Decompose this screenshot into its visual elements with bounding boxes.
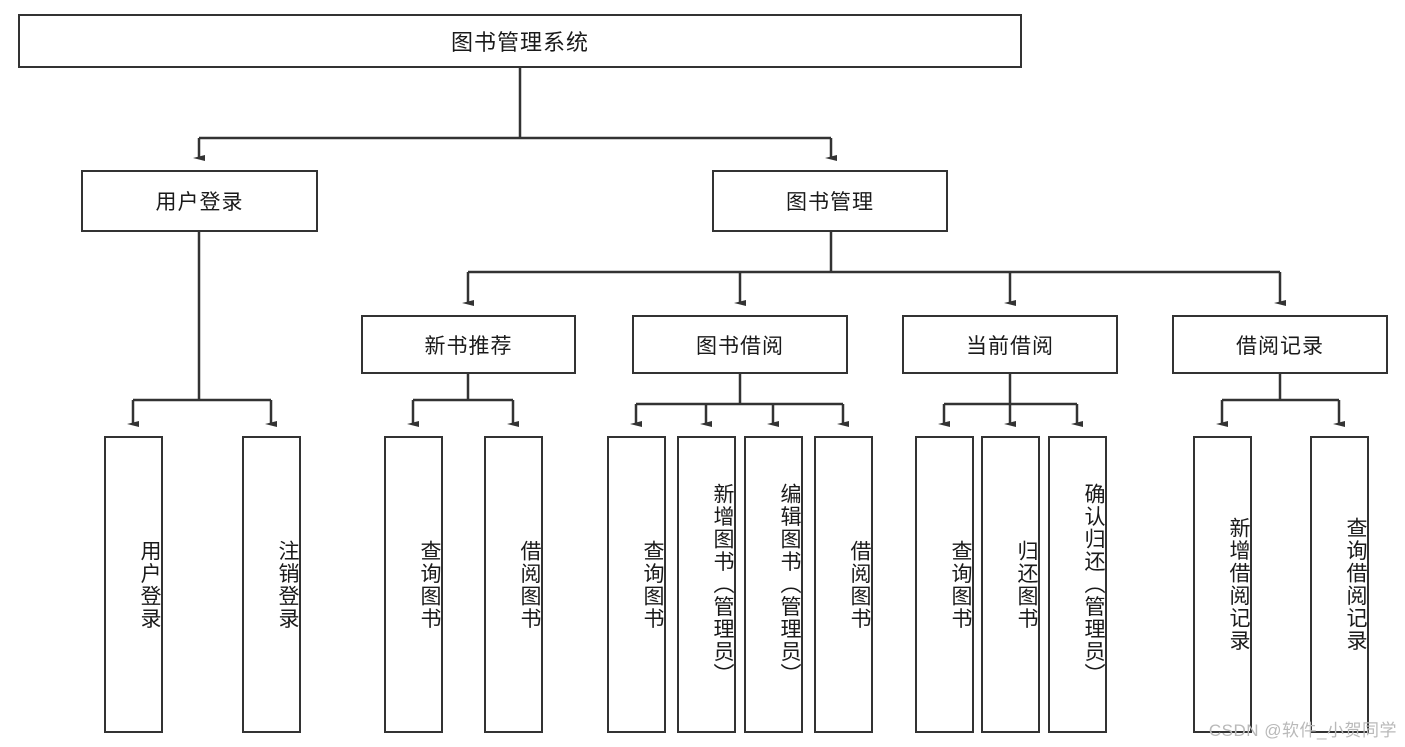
node-borrow-record[interactable]: 借阅记录 xyxy=(1172,315,1388,374)
csdn-watermark: CSDN @软件_小贺同学 xyxy=(1208,721,1397,740)
node-label: 借阅图书 xyxy=(848,539,871,630)
leaf-book-borrow-edit-book-admin[interactable]: 编辑图书（管理员） xyxy=(744,436,803,733)
leaf-book-borrow-query-book[interactable]: 查询图书 xyxy=(607,436,666,733)
leaf-borrow-record-query-record[interactable]: 查询借阅记录 xyxy=(1310,436,1369,733)
node-label: 借阅记录 xyxy=(1236,334,1324,358)
leaf-book-borrow-add-book-admin[interactable]: 新增图书（管理员） xyxy=(677,436,736,733)
leaf-borrow-record-add-record[interactable]: 新增借阅记录 xyxy=(1193,436,1252,733)
node-root-book-management-system[interactable]: 图书管理系统 xyxy=(18,14,1022,68)
node-label: 新书推荐 xyxy=(424,334,513,358)
node-label: 图书管理系统 xyxy=(450,30,589,55)
leaf-new-book-borrow-book[interactable]: 借阅图书 xyxy=(484,436,543,733)
node-label: 编辑图书（管理员） xyxy=(778,483,801,686)
node-user-login[interactable]: 用户登录 xyxy=(81,170,318,232)
node-book-management[interactable]: 图书管理 xyxy=(712,170,948,232)
node-new-book-recommend[interactable]: 新书推荐 xyxy=(361,315,576,374)
leaf-user-login-logout[interactable]: 注销登录 xyxy=(242,436,301,733)
node-label: 当前借阅 xyxy=(966,334,1054,358)
node-label: 图书管理 xyxy=(786,191,874,214)
leaf-book-borrow-borrow-book[interactable]: 借阅图书 xyxy=(814,436,873,733)
node-label: 新增图书（管理员） xyxy=(711,483,734,686)
node-label: 确认归还（管理员） xyxy=(1082,483,1105,686)
node-label: 用户登录 xyxy=(155,191,244,214)
node-label: 新增借阅记录 xyxy=(1227,517,1250,652)
node-label: 借阅图书 xyxy=(518,539,541,630)
node-label: 查询图书 xyxy=(418,539,441,630)
node-label: 查询图书 xyxy=(949,539,972,630)
node-book-borrow[interactable]: 图书借阅 xyxy=(632,315,848,374)
leaf-user-login-login[interactable]: 用户登录 xyxy=(104,436,163,733)
leaf-current-borrow-return-book[interactable]: 归还图书 xyxy=(981,436,1040,733)
leaf-new-book-query-book[interactable]: 查询图书 xyxy=(384,436,443,733)
node-label: 注销登录 xyxy=(276,539,299,630)
node-label: 查询图书 xyxy=(641,539,664,630)
leaf-current-borrow-query-book[interactable]: 查询图书 xyxy=(915,436,974,733)
node-label: 用户登录 xyxy=(138,539,161,630)
node-label: 图书借阅 xyxy=(696,334,784,358)
node-label: 查询借阅记录 xyxy=(1344,517,1367,652)
node-current-borrow[interactable]: 当前借阅 xyxy=(902,315,1118,374)
node-label: 归还图书 xyxy=(1015,539,1038,630)
leaf-current-borrow-confirm-return-admin[interactable]: 确认归还（管理员） xyxy=(1048,436,1107,733)
